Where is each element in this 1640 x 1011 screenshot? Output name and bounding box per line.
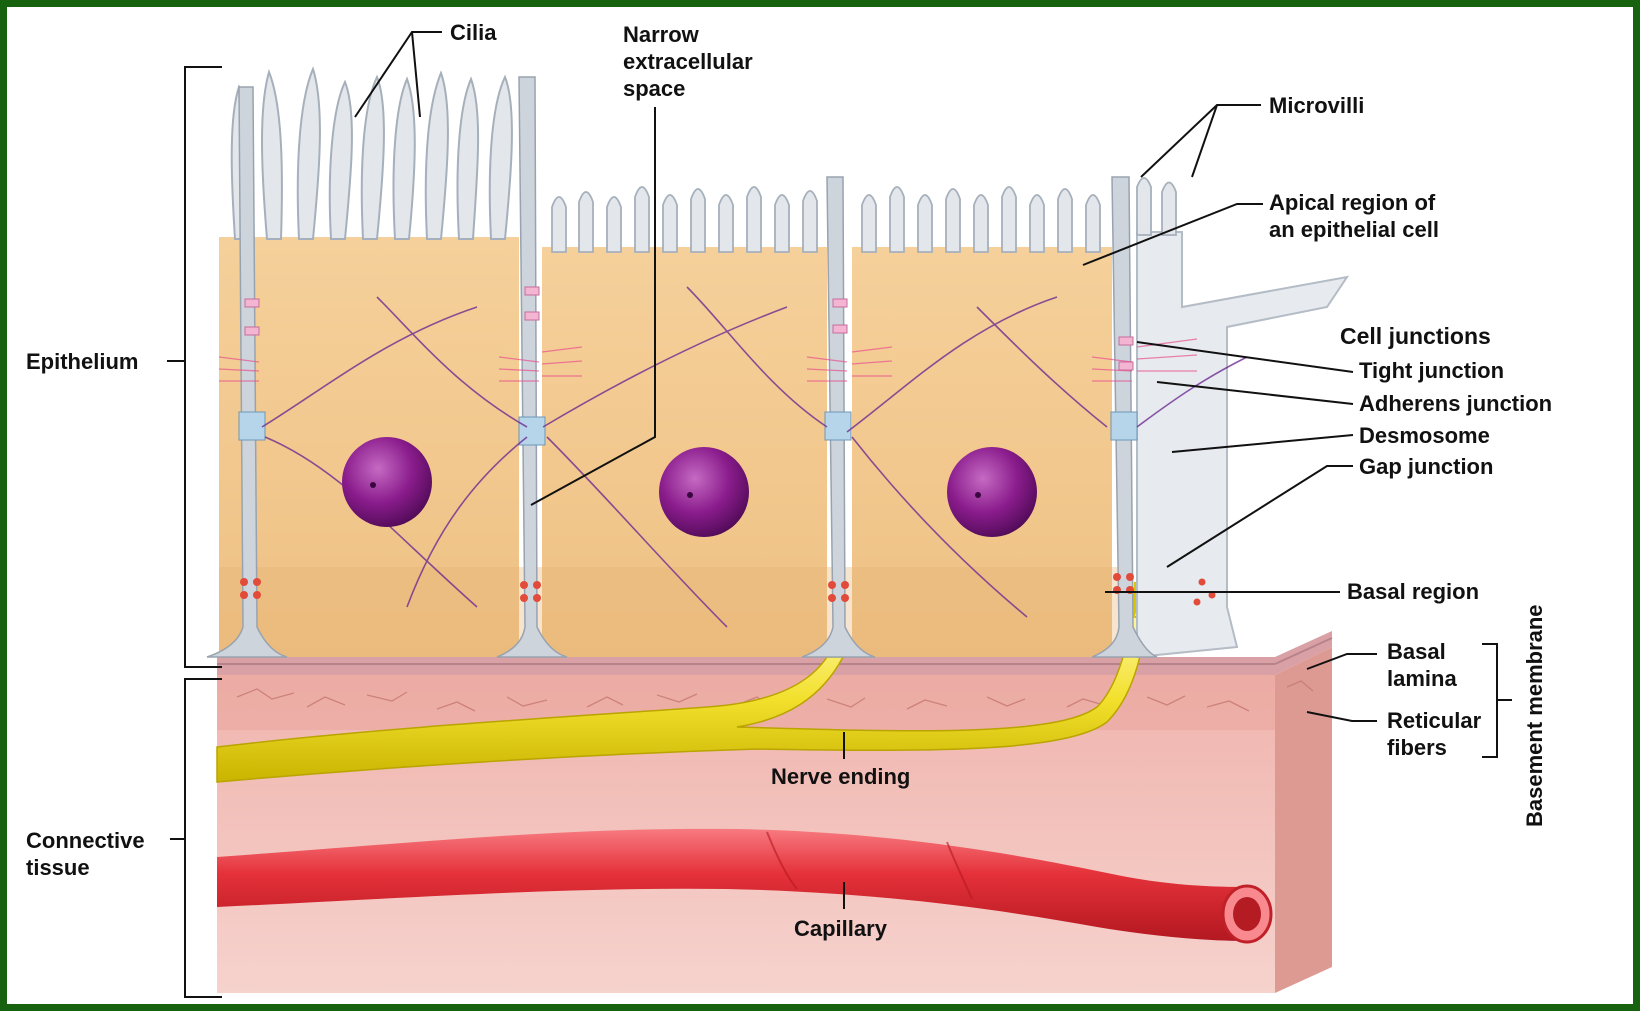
label-reticular-fibers-line2: fibers [1387, 734, 1447, 761]
label-tight-junction: Tight junction [1359, 357, 1504, 384]
label-cilia: Cilia [450, 19, 496, 46]
label-epithelium: Epithelium [26, 348, 138, 375]
label-narrow-space-line1: Narrow [623, 21, 699, 48]
label-adherens-junction: Adherens junction [1359, 390, 1552, 417]
label-apical-region-line1: Apical region of [1269, 189, 1435, 216]
label-basal-lamina-line2: lamina [1387, 665, 1457, 692]
microvilli-rows [552, 178, 1176, 252]
label-narrow-space-line3: space [623, 75, 685, 102]
label-connective-tissue-line2: tissue [26, 854, 90, 881]
label-desmosome: Desmosome [1359, 422, 1490, 449]
label-nerve-ending: Nerve ending [771, 763, 910, 790]
label-microvilli: Microvilli [1269, 92, 1364, 119]
label-reticular-fibers-line1: Reticular [1387, 707, 1481, 734]
label-apical-region-line2: an epithelial cell [1269, 216, 1439, 243]
label-basement-membrane: Basement membrane [1521, 604, 1548, 827]
cilia-tufts [232, 69, 512, 239]
label-gap-junction: Gap junction [1359, 453, 1493, 480]
label-cell-junctions-heading: Cell junctions [1340, 323, 1491, 350]
label-connective-tissue-line1: Connective [26, 827, 145, 854]
label-basal-region: Basal region [1347, 578, 1479, 605]
label-basal-lamina-line1: Basal [1387, 638, 1446, 665]
label-capillary: Capillary [794, 915, 887, 942]
diagram-frame: Cilia Narrow extracellular space Microvi… [7, 7, 1633, 1004]
label-narrow-space-line2: extracellular [623, 48, 753, 75]
epithelium-illustration [7, 7, 1633, 1004]
